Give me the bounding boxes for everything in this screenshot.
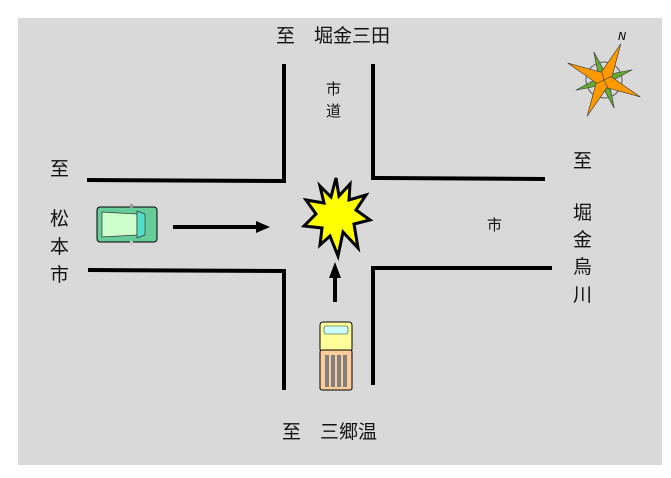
road-edge-se	[371, 266, 552, 385]
label-north: 至 堀金三田	[276, 25, 390, 47]
label-east-to: 至	[573, 150, 592, 172]
arrow-north	[329, 262, 341, 302]
collision-burst-icon	[300, 177, 374, 262]
label-west-char: 松	[50, 208, 69, 230]
truck-icon	[319, 321, 353, 391]
compass-north-letter: N	[618, 30, 626, 43]
label-south: 至 三郷温	[282, 421, 377, 443]
label-west-to: 至	[50, 158, 69, 180]
road-label-ew: 市	[487, 216, 502, 234]
label-east-char: 烏	[573, 256, 592, 278]
road-label-ns: 道	[326, 102, 341, 120]
label-west-char: 本	[50, 236, 69, 258]
road-edge-sw	[87, 268, 286, 390]
road-edge-ne	[371, 64, 546, 181]
arrow-east	[173, 221, 270, 233]
label-east-char: 川	[573, 284, 592, 306]
label-east-char: 堀	[573, 202, 592, 224]
label-west-char: 市	[50, 264, 69, 286]
road-label-ns: 市	[326, 80, 341, 98]
road-edge-nw	[86, 64, 286, 184]
car-icon	[96, 204, 158, 245]
label-east-char: 金	[573, 229, 592, 251]
compass-icon	[567, 43, 641, 117]
road-edges	[86, 64, 552, 390]
